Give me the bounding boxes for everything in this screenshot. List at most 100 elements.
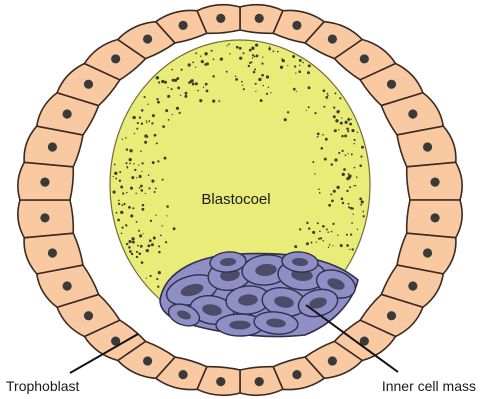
blastocoel-speckle [323, 106, 325, 108]
blastocoel-speckle [236, 46, 239, 49]
blastocoel-speckle [129, 163, 131, 165]
blastocoel-speckle [139, 187, 141, 189]
blastocoel-speckle [114, 164, 116, 166]
blastocoel-speckle [151, 243, 154, 246]
blastocoel-speckle [156, 77, 159, 80]
blastocoel-speckle [126, 192, 127, 193]
blastocoel-speckle [151, 180, 154, 183]
blastocoel-speckle [239, 57, 242, 60]
blastocoel-speckle [326, 228, 328, 230]
blastocoel-speckle [298, 70, 301, 73]
blastocoel-speckle [157, 286, 159, 288]
blastocoel-speckle [350, 207, 353, 210]
blastocoel-speckle [292, 55, 295, 58]
blastocoel-speckle [360, 156, 362, 158]
blastocoel-speckle [126, 166, 127, 167]
blastocoel-speckle [255, 83, 257, 85]
blastocoel-speckle [128, 240, 131, 243]
blastocoel-speckle [184, 95, 187, 98]
blastocoel-speckle [195, 67, 196, 68]
blastocoel-speckle [327, 231, 329, 233]
trophoblast-label: Trophoblast [6, 378, 80, 394]
blastocoel-speckle [262, 57, 263, 58]
trophoblast-nucleus [216, 377, 225, 386]
blastocoel-speckle [146, 120, 147, 121]
blastocoel-speckle [172, 114, 173, 115]
blastocoel-speckle [334, 129, 337, 132]
blastocoel-speckle [266, 75, 269, 78]
blastocoel-speckle [122, 139, 123, 140]
blastocoel-speckle [268, 87, 269, 88]
trophoblast-nucleus [430, 178, 439, 187]
blastocoel-speckle [321, 147, 324, 150]
blastocoel-speckle [114, 172, 117, 175]
blastocoel-speckle [331, 200, 334, 203]
blastocoel-speckle [152, 161, 155, 164]
blastocoel-speckle [162, 125, 165, 128]
blastocoel-speckle [148, 187, 150, 189]
blastocoel-speckle [343, 168, 346, 171]
blastocoel-speckle [361, 146, 364, 149]
blastocoel-speckle [331, 163, 333, 165]
blastocoel-speckle [269, 46, 270, 47]
blastocoel-speckle [345, 155, 347, 157]
blastocoel-speckle [277, 51, 279, 53]
blastocoel-speckle [335, 119, 338, 122]
blastocoel-speckle [157, 160, 159, 162]
blastocoel-speckle [152, 114, 155, 117]
trophoblast-nucleus [40, 213, 49, 222]
blastocoel-speckle [294, 245, 297, 248]
blastocoel-speckle [323, 240, 325, 242]
blastocoel-speckle [147, 103, 148, 104]
trophoblast-nucleus [328, 356, 337, 365]
blastocoel-speckle [200, 55, 201, 56]
blastocoel-speckle [307, 71, 310, 74]
blastocoel-speckle [190, 79, 193, 82]
trophoblast-nucleus [143, 34, 152, 43]
blastocoel-speckle [154, 134, 157, 137]
blastocoel-speckle [338, 110, 340, 112]
blastocoel-speckle [165, 241, 167, 243]
trophoblast-nucleus [423, 248, 432, 257]
blastocoel-speckle [153, 237, 156, 240]
blastocoel-speckle [254, 69, 256, 71]
trophoblast-nucleus [430, 213, 439, 222]
blastocoel-speckle [122, 192, 124, 194]
blastocoel-speckle [140, 151, 142, 153]
trophoblast-nucleus [48, 248, 57, 257]
blastocoel-speckle [347, 153, 348, 154]
blastocoel-speckle [168, 119, 170, 121]
blastocoel-speckle [317, 136, 319, 138]
blastocoel-speckle [350, 234, 352, 236]
blastocoel-speckle [332, 245, 333, 246]
blastocoel-speckle [131, 253, 133, 255]
blastocoel-speckle [155, 215, 156, 216]
blastocoel-speckle [282, 59, 285, 62]
blastocoel-speckle [306, 242, 309, 245]
blastocoel-speckle [235, 75, 237, 77]
trophoblast-nucleus [179, 21, 188, 30]
blastocoel-speckle [195, 82, 198, 85]
blastocoel-speckle [241, 81, 243, 83]
blastocoel-speckle [249, 62, 251, 64]
blastocoel-speckle [204, 63, 207, 66]
blastocoel-speckle [205, 83, 208, 86]
blastocoel-speckle [140, 246, 142, 248]
blastocoel-speckle [181, 69, 183, 71]
blastocoel-speckle [139, 176, 141, 178]
blastocoel-speckle [308, 86, 311, 89]
blastocoel-speckle [337, 234, 338, 235]
blastocoel-speckle [128, 246, 131, 249]
blastocoel-speckle [228, 43, 230, 45]
blastocoel-speckle [162, 179, 164, 181]
blastocoel-speckle [273, 50, 275, 52]
blastocoel-speckle [131, 176, 134, 179]
blastocoel-speckle [144, 141, 147, 144]
blastocoel-speckle [218, 100, 220, 102]
blastocoel-speckle [331, 231, 333, 233]
blastocoel-speckle [137, 122, 139, 124]
blastocoel-speckle [333, 106, 335, 108]
blastocoel-speckle [165, 109, 168, 112]
blastocoel-speckle [150, 275, 152, 277]
blastocoel-speckle [212, 100, 215, 103]
